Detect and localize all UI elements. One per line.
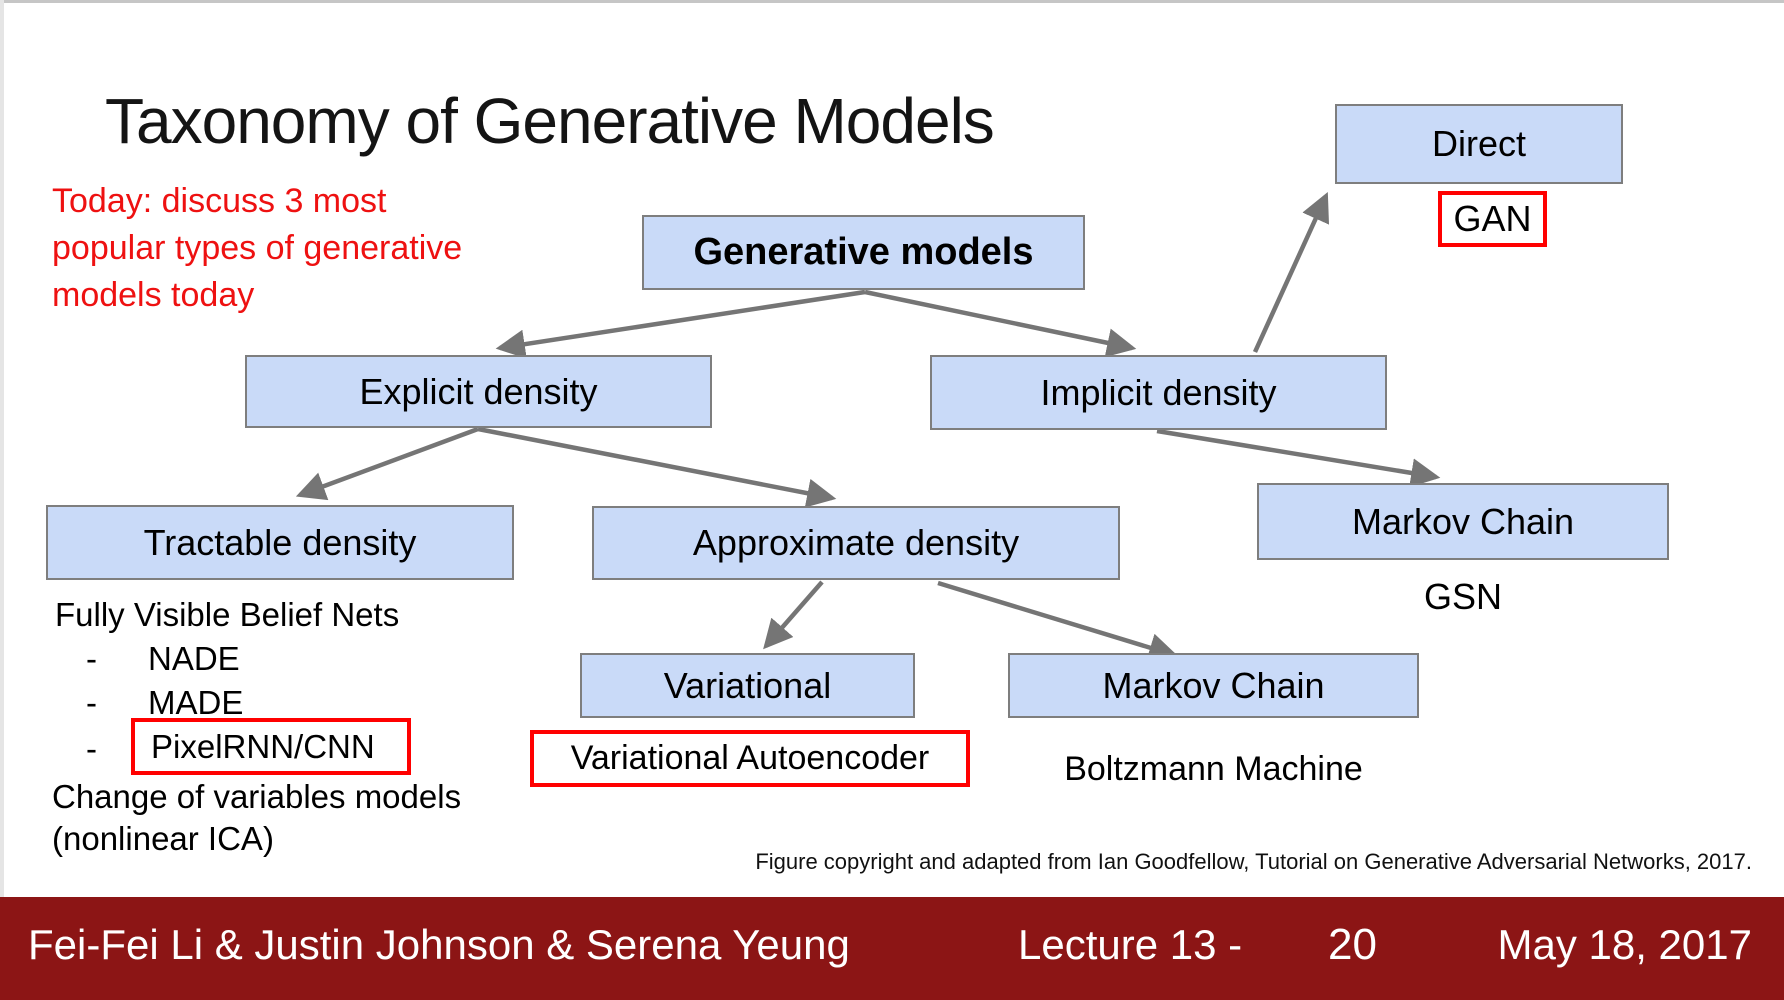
annotation-line-1: Today: discuss 3 most (52, 182, 387, 220)
tree-node-explicit-density: Explicit density (245, 355, 712, 428)
arrow-generative-to-explicit (495, 289, 866, 359)
annotation-red-note: Today: discuss 3 most popular types of g… (52, 178, 462, 319)
tree-node-label: Markov Chain (1102, 664, 1325, 706)
list-bullet: - (86, 684, 97, 721)
tractable-list-heading: Fully Visible Belief Nets (55, 596, 400, 633)
highlight-box-pixelrnn-cnn: PixelRNN/CNN (131, 718, 411, 775)
screen-edge-left (0, 0, 4, 1000)
tree-node-direct: Direct (1335, 104, 1623, 184)
tree-node-label: Implicit density (1040, 371, 1277, 413)
list-bullet: - (86, 730, 97, 767)
tree-node-label: Explicit density (359, 370, 598, 412)
gan-label: GAN (1453, 198, 1532, 239)
tree-node-label: Markov Chain (1351, 500, 1575, 542)
boltzmann-machine-label: Boltzmann Machine (1064, 750, 1363, 788)
arrow-approximate-to-variational (763, 580, 824, 650)
change-of-variables-line-1: Change of variables models (52, 778, 462, 815)
footer-authors: Fei-Fei Li & Justin Johnson & Serena Yeu… (28, 920, 850, 968)
footer-slide-number: 20 (1328, 919, 1377, 969)
highlight-box-gan: GAN (1438, 191, 1547, 247)
arrow-generative-to-implicit (864, 289, 1137, 358)
tree-node-implicit-density: Implicit density (930, 355, 1387, 430)
gsn-label: GSN (1423, 576, 1502, 617)
highlight-box-variational-autoencoder: Variational Autoencoder (530, 730, 970, 787)
tractable-list-item-nade: NADE (148, 640, 240, 677)
list-bullet: - (86, 640, 97, 677)
annotation-line-3: models today (52, 276, 255, 314)
tree-node-label: Tractable density (143, 521, 417, 563)
arrow-implicit-to-markov-chain (1156, 428, 1441, 488)
tree-node-label: Direct (1431, 123, 1526, 164)
tree-node-label: Variational (663, 664, 832, 706)
screen-edge-top (0, 0, 1784, 3)
tree-node-approximate-density: Approximate density (592, 506, 1120, 580)
tree-node-label: Generative models (693, 231, 1034, 273)
tree-node-label: Approximate density (692, 522, 1020, 563)
arrow-approximate-to-markov-chain (937, 580, 1179, 662)
tree-node-tractable-density: Tractable density (46, 505, 514, 580)
arrow-explicit-to-tractable (295, 426, 479, 501)
annotation-line-2: popular types of generative (52, 229, 463, 267)
arrow-explicit-to-approximate (477, 426, 837, 508)
slide-title: Taxonomy of Generative Models (105, 85, 995, 157)
figure-copyright-note: Figure copyright and adapted from Ian Go… (755, 849, 1752, 874)
tree-node-markov-chain-implicit: Markov Chain (1257, 483, 1669, 560)
variational-autoencoder-label: Variational Autoencoder (570, 739, 930, 777)
footer-bar: Fei-Fei Li & Justin Johnson & Serena Yeu… (0, 897, 1784, 1000)
footer-date: May 18, 2017 (1497, 920, 1752, 968)
tree-node-markov-chain-approximate: Markov Chain (1008, 653, 1419, 718)
tractable-list-item-made: MADE (148, 684, 244, 721)
change-of-variables-line-2: (nonlinear ICA) (52, 820, 274, 857)
tree-node-generative-models: Generative models (642, 215, 1085, 290)
arrow-implicit-to-direct (1252, 192, 1330, 353)
tree-node-variational: Variational (580, 653, 915, 718)
footer-lecture-label: Lecture 13 - (1018, 920, 1243, 968)
pixelrnn-cnn-label: PixelRNN/CNN (151, 727, 375, 765)
